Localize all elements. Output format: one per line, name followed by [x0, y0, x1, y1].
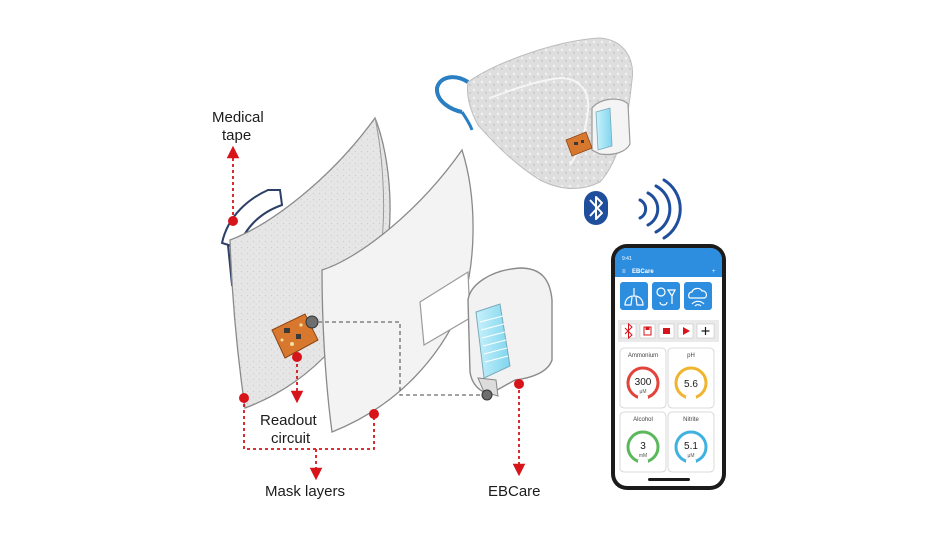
bluetooth-icon [584, 191, 608, 225]
metric-value: 5.1 [684, 441, 698, 452]
metric-tile-alcohol[interactable]: Alcohol 3mM [619, 411, 667, 473]
mask-layer-back-edge [374, 117, 385, 241]
metric-value: 5.6 [684, 379, 698, 390]
metric-name: pH [687, 353, 695, 359]
metric-name: Alcohol [633, 417, 653, 423]
breath-icon[interactable] [652, 282, 680, 310]
play-button[interactable] [677, 323, 694, 339]
label-ebcare: EBCare [488, 483, 541, 500]
status-time: 9:41 [622, 256, 632, 262]
metric-unit: μM [687, 453, 694, 459]
label-medical-tape-line2: tape [222, 127, 251, 144]
stop-button[interactable] [658, 323, 675, 339]
metric-name: Nitrite [683, 417, 699, 423]
assembled-mask [435, 37, 634, 190]
ebcare-device [467, 267, 553, 401]
bluetooth-control-button[interactable] [620, 322, 637, 340]
label-medical-tape-line1: Medical [212, 109, 264, 126]
app-title: EBCare [632, 269, 654, 275]
label-mask-layers: Mask layers [265, 483, 345, 500]
connection-wire [318, 321, 487, 396]
menu-icon[interactable]: ≡ [622, 269, 626, 275]
plus-button[interactable] [696, 323, 715, 339]
smartphone: 9:41 ≡ EBCare + [611, 244, 726, 490]
home-indicator [648, 478, 690, 481]
metric-tile-nitrite[interactable]: Nitrite 5.1μM [667, 411, 715, 473]
add-icon[interactable]: + [712, 269, 716, 275]
save-button[interactable] [639, 323, 656, 339]
wireless-signal-icon [638, 178, 682, 240]
cloud-wifi-icon[interactable] [684, 282, 712, 310]
lungs-icon[interactable] [620, 282, 648, 310]
label-readout-line2: circuit [271, 430, 311, 447]
metric-tile-ph[interactable]: pH 5.6 [667, 347, 715, 409]
metric-value: 3 [640, 441, 646, 452]
label-readout-line1: Readout [260, 412, 318, 429]
metric-unit: μM [639, 389, 646, 395]
annotation-dots [228, 216, 524, 419]
metric-unit: mM [639, 453, 647, 459]
annotation-arrows [226, 145, 526, 481]
metric-name: Ammonium [628, 353, 658, 359]
metric-value: 300 [635, 377, 652, 388]
